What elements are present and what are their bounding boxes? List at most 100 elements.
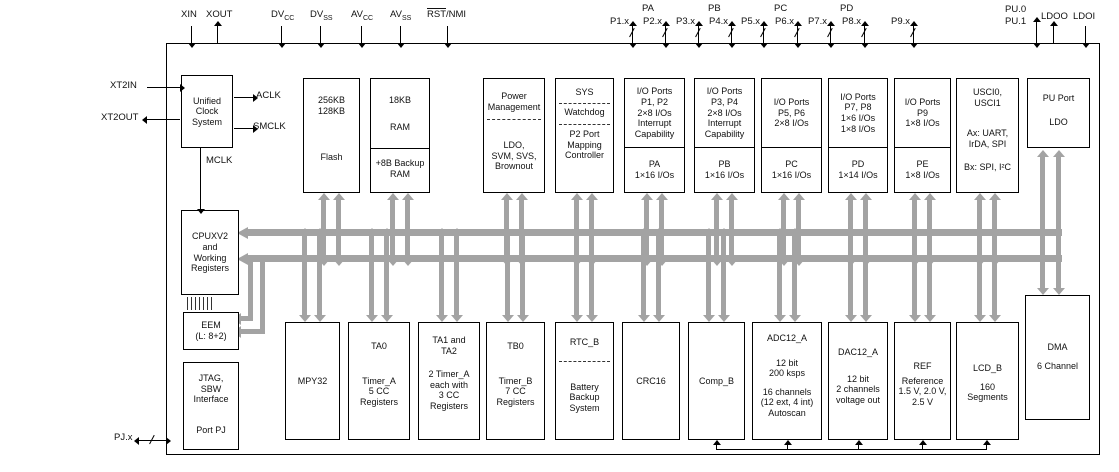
analog-stub-adc (782, 440, 793, 450)
pin-arrow-p3x (693, 21, 704, 48)
pin-label-rst-nmi: RST/NMI (427, 9, 467, 20)
pin-arrow-xin (186, 26, 197, 48)
block-dac12: DAC12_A 12 bit 2 channels voltage out (828, 322, 888, 440)
block-flash: 256KB 128KB Flash (303, 78, 360, 193)
smclk-label: SMCLK (253, 121, 286, 132)
smclk-arrow (234, 123, 258, 134)
bus-bar-lower (237, 252, 1062, 265)
mclk-label: MCLK (206, 155, 233, 166)
pin-arrow-avcc (356, 26, 367, 48)
bus-arrow (313, 228, 326, 322)
pin-arrow-dvss (315, 26, 326, 48)
pin-label-dvcc: DVCC (271, 9, 295, 22)
pin-arrow-p4x (726, 21, 737, 48)
bus-arrow (585, 228, 598, 322)
pin-arrow-xout (212, 21, 223, 43)
bus-arrow (844, 228, 857, 322)
port-group-label-pa: PA (642, 3, 654, 14)
pin-arrow-dvcc (276, 26, 287, 48)
pin-label-pjx: PJ.x (114, 432, 133, 443)
bus-arrow (386, 193, 399, 266)
pin-label-ldoi: LDOI (1073, 11, 1096, 22)
block-dma: DMA 6 Channel (1025, 295, 1090, 420)
block-jtag: JTAG, SBW Interface Port PJ (183, 362, 239, 450)
pin-label-p1x: P1.x (610, 16, 630, 27)
bus-arrow (516, 228, 529, 322)
pin-arrow-p1x (627, 21, 638, 48)
bus-arrow (788, 228, 801, 322)
pin-label-pu1: PU.1 (1005, 16, 1027, 27)
pin-label-dvss: DVSS (310, 9, 333, 22)
bus-arrow (365, 228, 378, 322)
block-tb0: TB0 Timer_B 7 CC Registers (486, 322, 545, 440)
pin-arrow-pu (1031, 17, 1042, 48)
bus-arrow (859, 228, 872, 322)
port-group-label-pd: PD (840, 3, 854, 14)
pin-label-p3x: P3.x (676, 16, 696, 27)
bus-arrow (988, 228, 1001, 322)
pin-arrow-xt2in (147, 82, 185, 93)
bus-arrow (298, 228, 311, 322)
pin-label-xout: XOUT (206, 9, 233, 20)
eem-elbow-arrow (233, 312, 253, 325)
pin-arrow-pjx (134, 435, 171, 446)
pin-label-p8x: P8.x (842, 16, 862, 27)
pin-label-avcc: AVCC (351, 9, 374, 22)
pin-arrow-rst (442, 26, 453, 48)
bus-arrow (1036, 150, 1049, 295)
bus-arrow (501, 228, 514, 322)
pin-label-p2x: P2.x (643, 16, 663, 27)
block-crc16: CRC16 (622, 322, 680, 440)
eem-elbow-vertical (260, 262, 265, 334)
block-adc12: ADC12_A 12 bit 200 ksps 16 channels (12 … (752, 322, 822, 440)
aclk-arrow (234, 92, 258, 103)
pin-arrow-ldoo (1048, 21, 1059, 43)
analog-stub-lcd (981, 440, 992, 450)
bus-arrow (380, 228, 393, 322)
bus-arrow (450, 228, 463, 322)
block-ram: 18KB RAM +8B Backup RAM (370, 78, 430, 193)
block-power-management: Power Management LDO, SVM, SVS, Brownout (483, 78, 545, 193)
block-rtc: RTC_B Battery Backup System (555, 322, 614, 440)
pin-arrow-p6x (792, 21, 803, 48)
pin-arrow-ldoi (1080, 26, 1091, 48)
block-usci: USCI0, USCI1 Ax: UART, IrDA, SPI Bx: SPI… (956, 78, 1019, 193)
analog-stub-dac (853, 440, 864, 450)
mclk-arrow (195, 148, 206, 214)
block-io-port12: I/O Ports P1, P2 2×8 I/Os Interrupt Capa… (624, 78, 685, 193)
block-eem: EEM (L: 8+2) (183, 312, 239, 350)
block-ta1-ta2: TA1 and TA2 2 Timer_A each with 3 CC Reg… (418, 322, 480, 440)
block-cpu: CPUXV2 and Working Registers (181, 210, 239, 295)
eem-elbow-arrow (233, 325, 265, 338)
pin-arrow-p9x (908, 21, 919, 48)
aclk-label: ACLK (256, 90, 281, 101)
bus-arrow (401, 193, 414, 266)
port-group-label-pc: PC (774, 3, 788, 14)
block-clock-system: Unified Clock System (181, 75, 233, 148)
bus-arrow (702, 228, 715, 322)
bus-arrow (637, 228, 650, 322)
pin-label-avss: AVSS (390, 9, 412, 22)
pin-label-xt2in: XT2IN (110, 80, 137, 91)
pin-label-xin: XIN (181, 9, 197, 20)
pin-arrow-avss (395, 26, 406, 48)
pin-arrow-xt2out (142, 114, 180, 125)
pin-label-ldoo: LDOO (1041, 11, 1068, 22)
bus-arrow (973, 228, 986, 322)
bus-arrow (908, 228, 921, 322)
analog-rail (716, 449, 987, 451)
block-lcd: LCD_B 160 Segments (956, 322, 1019, 440)
block-ref: REF Reference 1.5 V, 2.0 V, 2.5 V (894, 322, 951, 440)
pin-arrow-p8x (859, 21, 870, 48)
block-io-port34: I/O Ports P3, P4 2×8 I/Os Interrupt Capa… (694, 78, 755, 193)
pin-arrow-p5x (758, 21, 769, 48)
analog-stub-comp (711, 440, 722, 450)
bus-arrow (332, 193, 345, 266)
pin-label-p5x: P5.x (741, 16, 761, 27)
eem-elbow-vertical (248, 262, 253, 320)
pin-label-p9x: P9.x (891, 16, 911, 27)
pin-label-p7x: P7.x (808, 16, 828, 27)
